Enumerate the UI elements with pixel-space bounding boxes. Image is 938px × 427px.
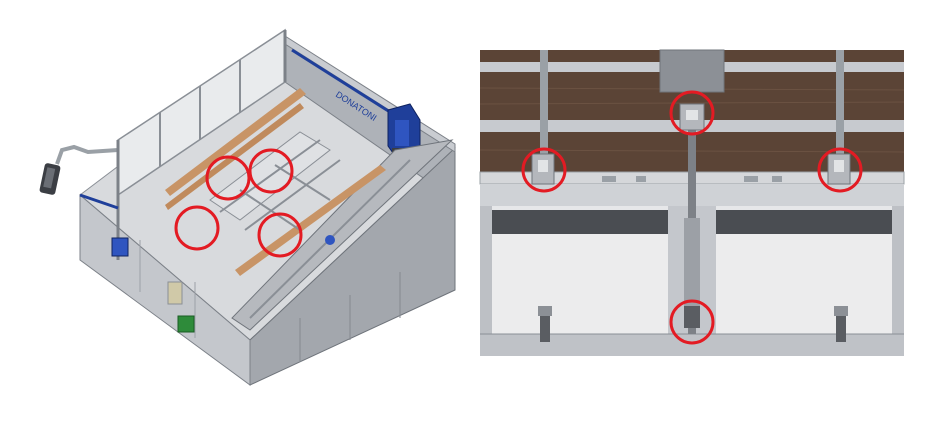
highlight-circle-right-right [817, 147, 863, 193]
clamp-left [531, 153, 555, 185]
clamp-right [827, 153, 851, 185]
highlight-circle-left-4 [257, 212, 303, 258]
machine-isometric-view: DONATONI [39, 28, 456, 386]
control-arm [39, 144, 119, 195]
highlight-circle-left-3 [174, 205, 220, 251]
dark-band-left [492, 210, 668, 234]
table-frame [209, 131, 341, 231]
post-left [540, 306, 550, 342]
highlight-circle-left-1 [205, 155, 251, 201]
green-component [177, 315, 195, 333]
highlight-circle-right-top [669, 90, 715, 136]
blue-knob [325, 235, 335, 245]
highlight-circle-right-left [521, 147, 567, 193]
blue-control-box [111, 237, 129, 257]
post-right [836, 306, 846, 342]
center-top-block [659, 49, 725, 93]
highlight-circle-left-2 [248, 148, 294, 194]
post-center [684, 306, 700, 328]
clamp-center [679, 103, 705, 131]
dark-band-right [716, 210, 892, 234]
highlight-circle-right-bottom [669, 299, 715, 345]
bottom-frame-rail [480, 334, 904, 356]
machine-top-view [479, 49, 905, 356]
glass-guard-panels [116, 28, 287, 260]
